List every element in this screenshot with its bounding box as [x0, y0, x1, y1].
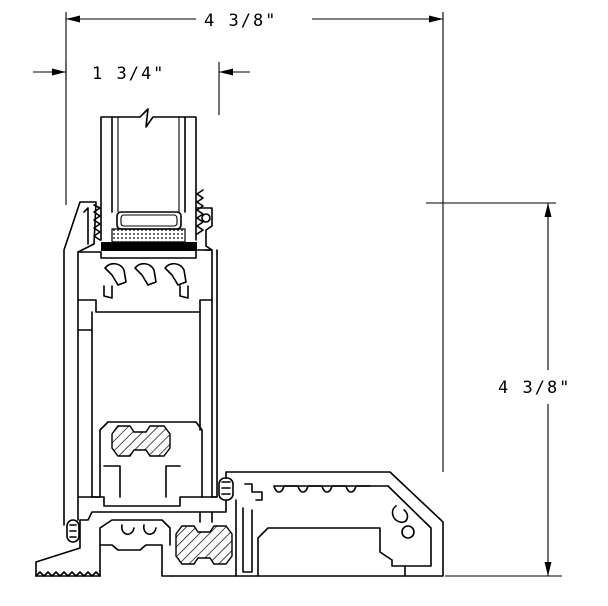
weather-seal-fin — [221, 481, 231, 495]
weather-seal-bulb — [66, 519, 80, 543]
setting-block — [101, 242, 197, 251]
dimension-label-glass-pocket: 1 3/4" — [92, 64, 165, 84]
subsill-profile — [35, 519, 173, 577]
thermal-break-upper — [111, 425, 171, 457]
sash-bottom-chamber — [103, 465, 181, 498]
snap-hook — [103, 285, 113, 299]
thermal-break-lower — [175, 525, 233, 565]
snap-hook — [179, 285, 189, 299]
glazing-tape — [93, 204, 101, 241]
sash-bottom-rail — [77, 496, 218, 507]
arrowhead — [544, 203, 552, 217]
glass-sealant — [111, 228, 186, 243]
sash-top-rail — [77, 249, 213, 259]
subsill-chamber — [99, 519, 171, 546]
frame-hook — [391, 505, 409, 524]
subsill-serrations — [35, 571, 101, 577]
frame-body-wall — [242, 507, 253, 573]
arrowhead — [66, 15, 80, 23]
sash-frame — [63, 201, 218, 526]
dimension-overall-width: 4 3/8" — [65, 11, 444, 472]
sash-right-profile — [204, 249, 218, 498]
glazing-stop-bead — [201, 213, 211, 223]
dimension-glass-pocket: 1 3/4" — [33, 62, 250, 115]
glazing-tongue — [134, 262, 157, 286]
sash-outer-lip — [83, 207, 89, 245]
main-frame — [35, 471, 444, 577]
arrowhead — [219, 68, 233, 76]
glazing-tape — [196, 189, 204, 235]
frame-screw-race — [401, 525, 415, 539]
weather-seal-fin — [69, 524, 77, 538]
dimension-label-overall-width: 4 3/8" — [204, 11, 277, 31]
arrowhead — [52, 68, 66, 76]
dimension-label-overall-height: 4 3/8" — [498, 378, 571, 398]
glazing-stop — [196, 207, 213, 251]
subsill-hook — [121, 524, 157, 535]
subsill-top — [79, 499, 227, 521]
glazing-tongue — [164, 262, 187, 286]
glass-unit — [93, 108, 204, 251]
arrowhead — [544, 562, 552, 576]
glass-spacer-inner — [120, 214, 178, 227]
sash-hollow — [77, 299, 213, 313]
weather-seal — [218, 477, 234, 501]
sash-hollow — [91, 311, 203, 498]
arrowhead — [429, 15, 443, 23]
subsill-right — [171, 511, 237, 577]
frame-drain-profile — [273, 485, 371, 493]
weather-seal — [66, 519, 80, 543]
glazing-tongue — [104, 262, 127, 286]
frame-hook — [244, 483, 263, 501]
dimension-overall-height: 4 3/8" — [426, 202, 571, 577]
frame-body — [235, 499, 406, 577]
glass-outline — [100, 108, 197, 241]
